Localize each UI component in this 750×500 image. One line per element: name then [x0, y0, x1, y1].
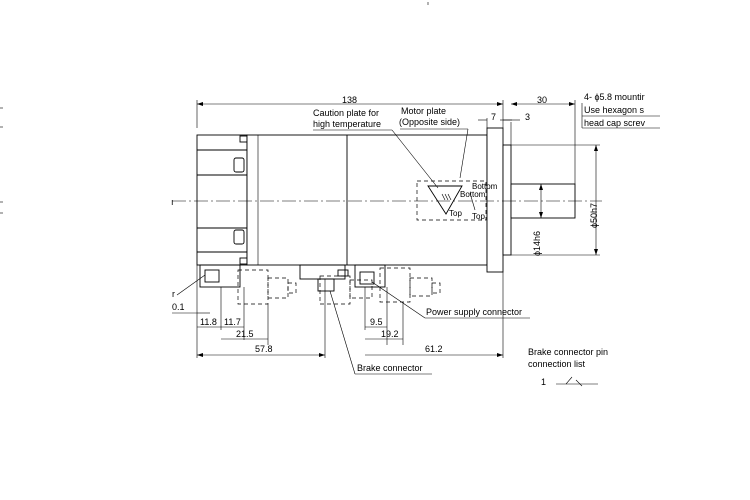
dim-21-5: 21.5 — [236, 329, 254, 339]
dim-shaft-dia: ϕ14h6 — [532, 231, 542, 256]
brake-pin-number: 1 — [541, 377, 546, 387]
dim-pilot-dia: ϕ50h7 — [589, 203, 599, 228]
dim-61-2: 61.2 — [425, 344, 443, 354]
top-label-a: Top — [449, 209, 462, 218]
caution-plate-label-line1: Caution plate for — [313, 108, 379, 118]
power-supply-connector-label: Power supply connector — [426, 307, 522, 317]
dim-total-length: 138 — [342, 95, 357, 105]
brake-pin-list-title-line1: Brake connector pin — [528, 347, 608, 357]
bottom-label-b: Bottom — [460, 190, 486, 199]
motor-plate-label-line1: Motor plate — [401, 106, 446, 116]
caution-plate-label-line2: high temperature — [313, 119, 381, 129]
brake-connector-shape — [299, 264, 373, 305]
dim-19-2: 19.2 — [381, 329, 399, 339]
dim-0-1: 0.1 — [172, 302, 185, 312]
dim-11-8: 11.8 — [200, 317, 217, 327]
brake-pin-list-title-line2: connection list — [528, 359, 586, 369]
motor-plate-outline — [416, 180, 487, 221]
dim-11-7: 11.7 — [224, 317, 241, 327]
caution-triangle-icon — [427, 185, 463, 215]
left-connector — [199, 264, 297, 305]
flange — [486, 127, 504, 273]
dim-57-8: 57.8 — [255, 344, 273, 354]
brake-connector-label: Brake connector — [357, 363, 423, 373]
mounting-note-line1: 4- ϕ5.8 mountir — [584, 92, 645, 102]
mounting-note-line2: Use hexagon s — [584, 105, 645, 115]
motor-plate-label-line2: (Opposite side) — [399, 117, 460, 127]
left-fragment-text: r — [172, 289, 175, 299]
dim-flange-thickness: 7 — [491, 112, 496, 122]
dim-9-5: 9.5 — [370, 317, 383, 327]
power-connector-shape — [354, 264, 441, 303]
dim-shaft-step: 3 — [525, 112, 530, 122]
mounting-note-line3: head cap screv — [584, 118, 646, 128]
motor-frame — [246, 134, 488, 266]
left-fragment-mark: ı — [171, 197, 174, 207]
encoder-cover — [196, 134, 248, 266]
bottom-label-a: Bottom — [472, 182, 498, 191]
pilot — [502, 144, 512, 256]
brake-pin-symbol-icon — [556, 376, 598, 387]
dim-shaft-length: 30 — [537, 95, 547, 105]
top-label-b: Top — [472, 212, 485, 221]
motor-body — [196, 127, 576, 273]
